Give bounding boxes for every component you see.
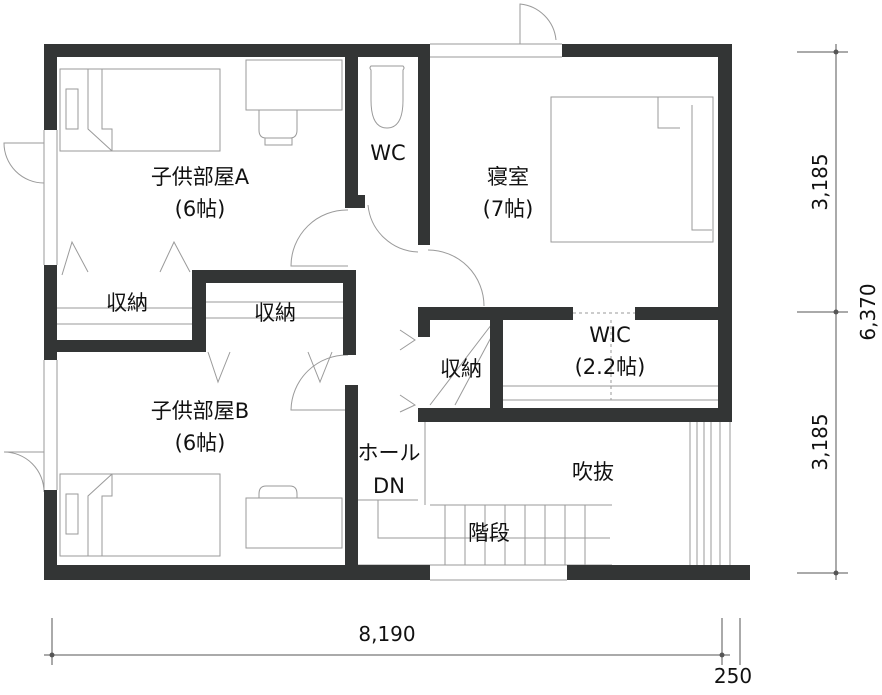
room-child-b-name: 子供部屋B	[151, 399, 249, 423]
room-child-a-name: 子供部屋A	[151, 165, 250, 189]
toilet	[369, 65, 405, 129]
dim-upper: 3,185	[808, 153, 832, 210]
dim-lower: 3,185	[808, 413, 832, 470]
desk-a	[245, 59, 343, 111]
room-storage-c-name: 収納	[440, 357, 482, 381]
dim-offset: 250	[714, 664, 752, 688]
dim-total-width: 8,190	[358, 622, 415, 646]
walls	[44, 44, 750, 580]
dim-total-depth: 6,370	[856, 283, 880, 340]
top-door	[519, 3, 557, 44]
desk-b	[245, 497, 343, 549]
bed-a	[59, 68, 221, 152]
door-bedroom	[427, 249, 485, 307]
room-stairs-name: 階段	[468, 521, 510, 545]
bed-b	[59, 473, 221, 557]
room-child-b-size: (6帖)	[175, 431, 226, 455]
room-hall-note: DN	[373, 474, 405, 498]
room-wc-name: WC	[370, 141, 405, 165]
room-wic-name: WIC	[589, 323, 631, 347]
room-storage-b-name: 収納	[254, 301, 296, 325]
room-void-name: 吹抜	[572, 460, 614, 484]
window-door-b	[3, 451, 45, 493]
room-wic-size: (2.2帖)	[575, 355, 646, 379]
bed-bedroom	[550, 96, 714, 243]
door-wc	[367, 204, 419, 253]
room-storage-a-name: 収納	[106, 291, 148, 315]
door-child-a	[290, 209, 349, 267]
room-bedroom-name: 寝室	[487, 165, 529, 189]
door-child-b	[290, 354, 349, 411]
room-hall-name: ホール	[358, 441, 421, 465]
window-door-a	[3, 142, 45, 184]
fixtures	[3, 3, 731, 581]
dimension-lines	[44, 44, 848, 665]
room-child-a-size: (6帖)	[175, 197, 226, 221]
room-bedroom-size: (7帖)	[483, 197, 534, 221]
